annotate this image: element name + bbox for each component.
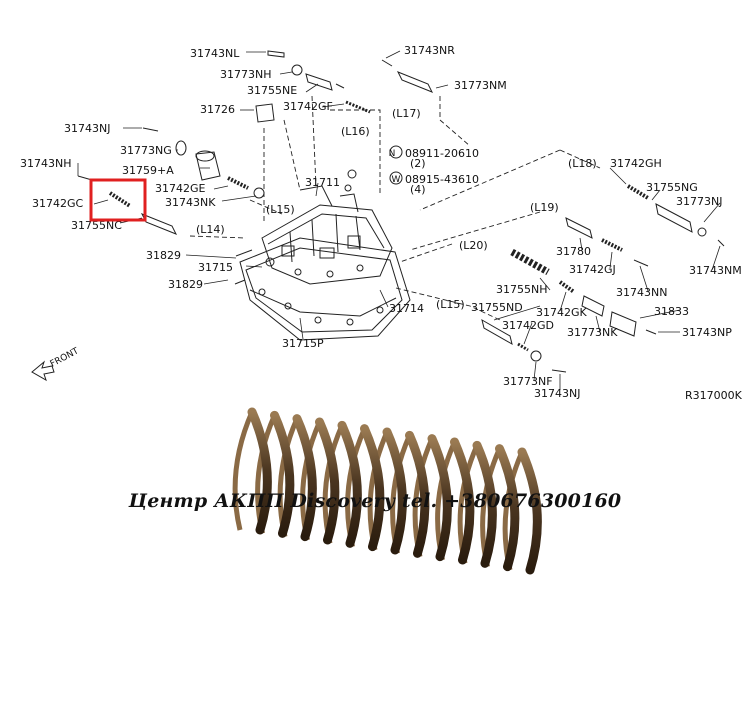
spring-coil-front bbox=[517, 447, 542, 575]
leader-lines bbox=[77, 50, 721, 390]
part-labels: 31743NL 31743NR 31773NH 31773NM 31755NE … bbox=[20, 44, 742, 400]
part-label: 31755ND bbox=[471, 301, 523, 314]
part-label: 31759+A bbox=[122, 164, 174, 177]
part-label: 31755NH bbox=[496, 283, 548, 296]
line-label: (L20) bbox=[459, 239, 488, 252]
part-label: 31743NP bbox=[682, 326, 732, 339]
part-label: 31743NN bbox=[616, 286, 667, 299]
part-label: 31742GJ bbox=[569, 263, 616, 276]
spring-coil-front bbox=[315, 417, 340, 545]
part-label: 31773NM bbox=[454, 79, 507, 92]
part-label: 31714 bbox=[389, 302, 424, 315]
highlight-box bbox=[89, 178, 147, 222]
spring-coil-front bbox=[247, 407, 272, 535]
spring-coil-front bbox=[382, 427, 407, 555]
front-label: FRONT bbox=[49, 346, 81, 369]
part-label: 31742GF bbox=[283, 100, 333, 113]
spring-coil-front bbox=[292, 414, 317, 542]
part-label: 31743NJ bbox=[534, 387, 580, 400]
callout-part-number: 08915-43610 bbox=[405, 173, 479, 186]
part-label: 31715P bbox=[282, 337, 324, 350]
spring-coil-front bbox=[360, 424, 385, 552]
part-label: 31742GE bbox=[155, 182, 206, 195]
spring-photo bbox=[232, 407, 542, 575]
part-label: 31715 bbox=[198, 261, 233, 274]
callout-symbol: N bbox=[389, 149, 396, 159]
spring-coil-front bbox=[337, 420, 362, 548]
part-label: 31780 bbox=[556, 245, 591, 258]
part-label: 31755NC bbox=[71, 219, 122, 232]
line-label: (L17) bbox=[392, 107, 421, 120]
routing-lines bbox=[189, 95, 601, 321]
line-labels: (L17) (L16) (L18) (L15) (L14) (L19) (L20… bbox=[196, 107, 597, 311]
part-label: 31755NG bbox=[646, 181, 698, 194]
watermark-text: Центр АКПП Discovery tel. +380676300160 bbox=[128, 490, 622, 512]
part-label: 31743NL bbox=[190, 47, 240, 60]
part-label: 31742GK bbox=[536, 306, 588, 319]
spring-coil-front bbox=[427, 434, 452, 562]
part-label: 31833 bbox=[654, 305, 689, 318]
part-label: 31773NF bbox=[503, 375, 553, 388]
part-label: 31773NG bbox=[120, 144, 172, 157]
line-label: (L16) bbox=[341, 125, 370, 138]
part-label: 31711 bbox=[305, 176, 340, 189]
spring-coil-front bbox=[450, 437, 475, 565]
spring-coil-front bbox=[472, 440, 497, 568]
callout-quantity: (4) bbox=[410, 183, 426, 196]
line-label: (L15) bbox=[266, 203, 295, 216]
line-label: (L15) bbox=[436, 298, 465, 311]
callout-part-number: 08911-20610 bbox=[405, 147, 479, 160]
part-label: 31773NJ bbox=[676, 195, 722, 208]
part-label: 31743NM bbox=[689, 264, 742, 277]
valve-body-illustration bbox=[234, 185, 411, 341]
part-label: 31726 bbox=[200, 103, 235, 116]
part-label: 31773NK bbox=[567, 326, 618, 339]
spring-coil-front bbox=[405, 430, 430, 558]
callout-quantity: (2) bbox=[410, 157, 426, 170]
line-label: (L18) bbox=[568, 157, 597, 170]
part-label: 31742GH bbox=[610, 157, 662, 170]
spring-coil-front bbox=[270, 410, 295, 538]
part-label: 31829 bbox=[146, 249, 181, 262]
part-label: 31742GD bbox=[502, 319, 554, 332]
spring-coil-back bbox=[232, 410, 255, 531]
part-label: 31743NR bbox=[404, 44, 455, 57]
front-indicator: FRONT bbox=[31, 346, 81, 382]
part-label: 31829 bbox=[168, 278, 203, 291]
spring-coil-front bbox=[495, 444, 520, 572]
part-label: 31755NE bbox=[247, 84, 297, 97]
front-arrow-icon bbox=[31, 360, 55, 382]
diagram-code: R317000K bbox=[685, 389, 743, 402]
callout-symbol: W bbox=[392, 175, 401, 185]
part-label: 31743NK bbox=[165, 196, 216, 209]
small-parts bbox=[77, 50, 725, 373]
part-label: 31773NH bbox=[220, 68, 272, 81]
line-label: (L14) bbox=[196, 223, 225, 236]
part-label: 31743NJ bbox=[64, 122, 110, 135]
part-label: 31742GC bbox=[32, 197, 84, 210]
line-label: (L19) bbox=[530, 201, 559, 214]
bolt-callouts: N 08911-20610 (2) W 08915-43610 (4) bbox=[389, 147, 479, 196]
part-label: 31743NH bbox=[20, 157, 72, 170]
